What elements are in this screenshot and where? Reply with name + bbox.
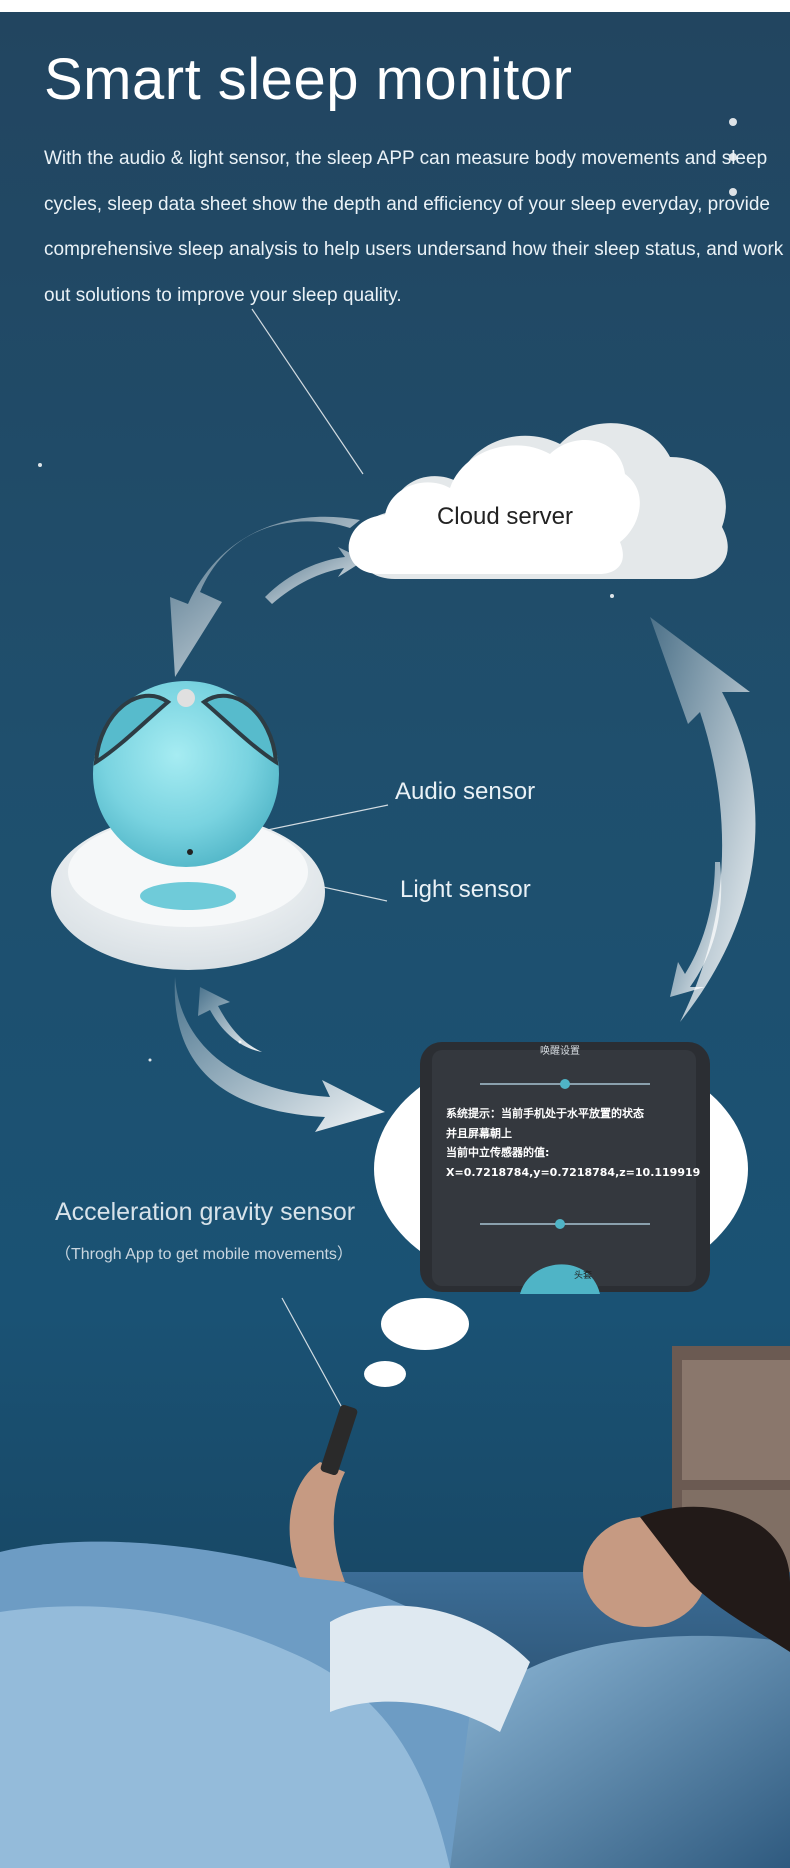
sync-arrows xyxy=(170,516,756,1132)
acceleration-sensor-sublabel: （Throgh App to get mobile movements） xyxy=(55,1246,353,1263)
cloud-server-label: Cloud server xyxy=(436,503,574,530)
phone-screen-text: 系统提示：当前手机处于水平放置的状态 并且屏幕朝上 当前中立传感器的值: X=0… xyxy=(446,1104,701,1182)
phone-screen-line: X=0.7218784,y=0.7218784,z=10.119919 xyxy=(446,1165,701,1179)
light-sensor-label: Light sensor xyxy=(400,876,531,903)
audio-sensor-label: Audio sensor xyxy=(395,778,536,805)
description-text: With the audio & light sensor, the sleep… xyxy=(44,148,784,306)
page-title: Smart sleep monitor xyxy=(44,47,573,112)
cloud-shape xyxy=(348,423,728,579)
sleep-device-illustration xyxy=(51,681,325,970)
sleeping-person-scene xyxy=(0,1404,790,1868)
illustration xyxy=(0,118,790,1868)
acceleration-sensor-label: Acceleration gravity sensor xyxy=(55,1198,356,1226)
phone-screen-bubble xyxy=(374,1042,748,1294)
phone-screen-header: 唤醒设置 xyxy=(540,1046,580,1057)
phone-screen-button: 头套 xyxy=(574,1271,593,1281)
phone-screen-line: 系统提示：当前手机处于水平放置的状态 xyxy=(446,1107,644,1120)
poster: Smart sleep monitor With the audio & lig… xyxy=(0,12,790,1868)
phone-screen-line: 并且屏幕朝上 xyxy=(446,1126,512,1140)
phone-screen-line: 当前中立传感器的值: xyxy=(446,1146,550,1159)
